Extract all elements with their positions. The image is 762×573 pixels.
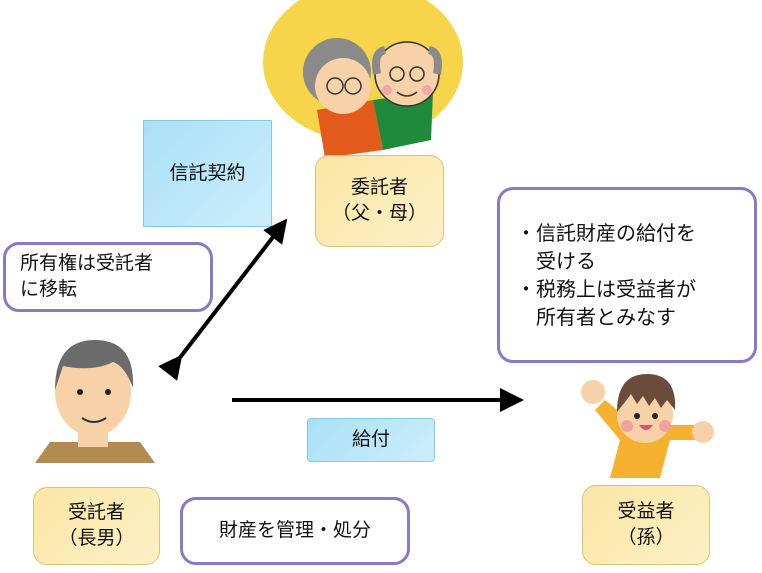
management-note: 財産を管理・処分 (180, 497, 410, 565)
trust-contract-label: 信託契約 (169, 161, 246, 184)
trustee-box: 受託者 （長男） (33, 487, 160, 565)
grandmother-body (317, 100, 383, 158)
grandfather-body (373, 92, 433, 150)
trustee-face (55, 348, 131, 436)
beneficiary-note-line: 受ける (516, 249, 596, 273)
beneficiary-subtitle: （孫） (617, 526, 675, 548)
beneficiary-illustration (581, 374, 714, 478)
management-label: 財産を管理・処分 (218, 519, 371, 542)
beneficiary-title: 受益者 (617, 500, 675, 523)
beneficiary-note: ・信託財産の給付を 受ける ・税務上は受益者が 所有者とみなす (497, 187, 757, 363)
beneficiary-note-line: ・信託財産の給付を (516, 221, 696, 245)
beneficiary-box: 受益者 （孫） (582, 485, 710, 565)
settlor-subtitle: （父・母） (331, 202, 427, 224)
beneficiary-note-line: 所有者とみなす (516, 305, 676, 329)
settlor-box: 委託者 （父・母） (315, 155, 444, 247)
trust-contract-box: 信託契約 (143, 120, 272, 227)
trustee-body (35, 442, 155, 463)
ownership-note-line: に移転 (20, 278, 78, 300)
benefit-box: 給付 (307, 418, 435, 462)
trustee-subtitle: （長男） (58, 527, 135, 549)
beneficiary-note-line: ・税務上は受益者が (516, 277, 696, 301)
contract-double-arrow (158, 218, 288, 381)
grandparents-illustration (263, 0, 463, 158)
trustee-title: 受託者 (67, 501, 125, 524)
ownership-note-line: 所有権は受託者 (20, 252, 154, 275)
benefit-label: 給付 (351, 428, 390, 451)
settlor-title: 委託者 (350, 176, 408, 199)
trustee-illustration (35, 340, 155, 463)
